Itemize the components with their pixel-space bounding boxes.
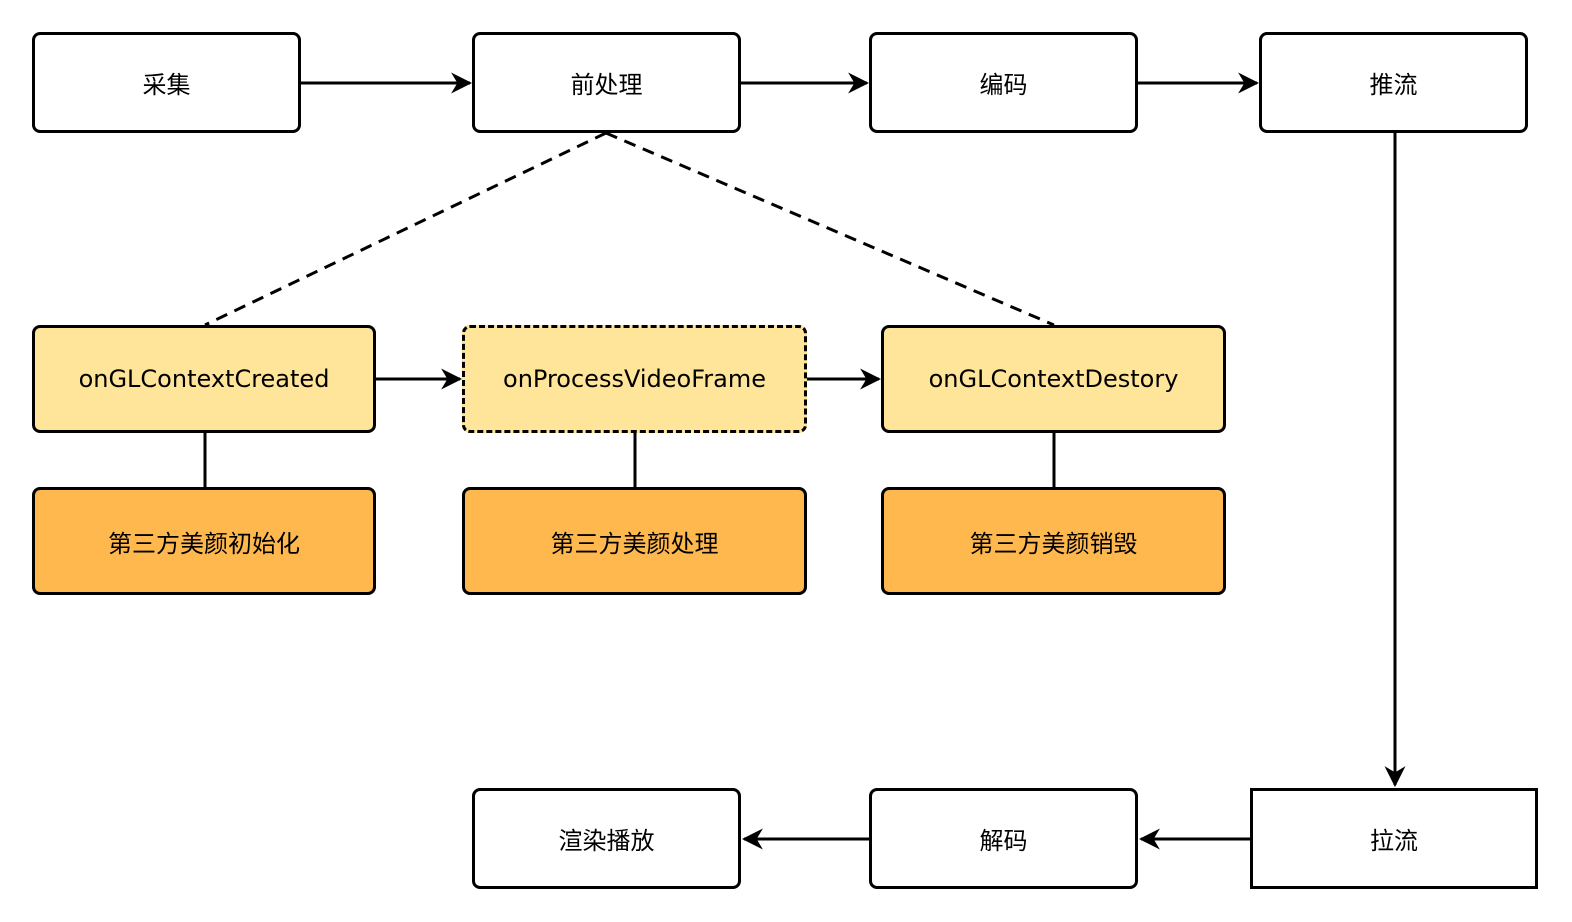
gl-context-created-node: onGLContextCreated [32, 325, 376, 433]
render-play-node: 渲染播放 [472, 788, 741, 889]
decode-node: 解码 [869, 788, 1138, 889]
dashed-link-preprocess-to-created [204, 131, 607, 327]
beauty-process-node: 第三方美颜处理 [462, 487, 807, 595]
beauty-destroy-node: 第三方美颜销毁 [881, 487, 1226, 595]
push-stream-node: 推流 [1259, 32, 1528, 133]
preprocess-node: 前处理 [472, 32, 741, 133]
encode-node: 编码 [869, 32, 1138, 133]
dashed-link-preprocess-to-destroy [605, 131, 1055, 327]
beauty-init-node: 第三方美颜初始化 [32, 487, 376, 595]
gl-context-destroy-node: onGLContextDestory [881, 325, 1226, 433]
capture-node: 采集 [32, 32, 301, 133]
process-video-frame-node: onProcessVideoFrame [462, 325, 807, 433]
pull-stream-node: 拉流 [1250, 788, 1538, 889]
